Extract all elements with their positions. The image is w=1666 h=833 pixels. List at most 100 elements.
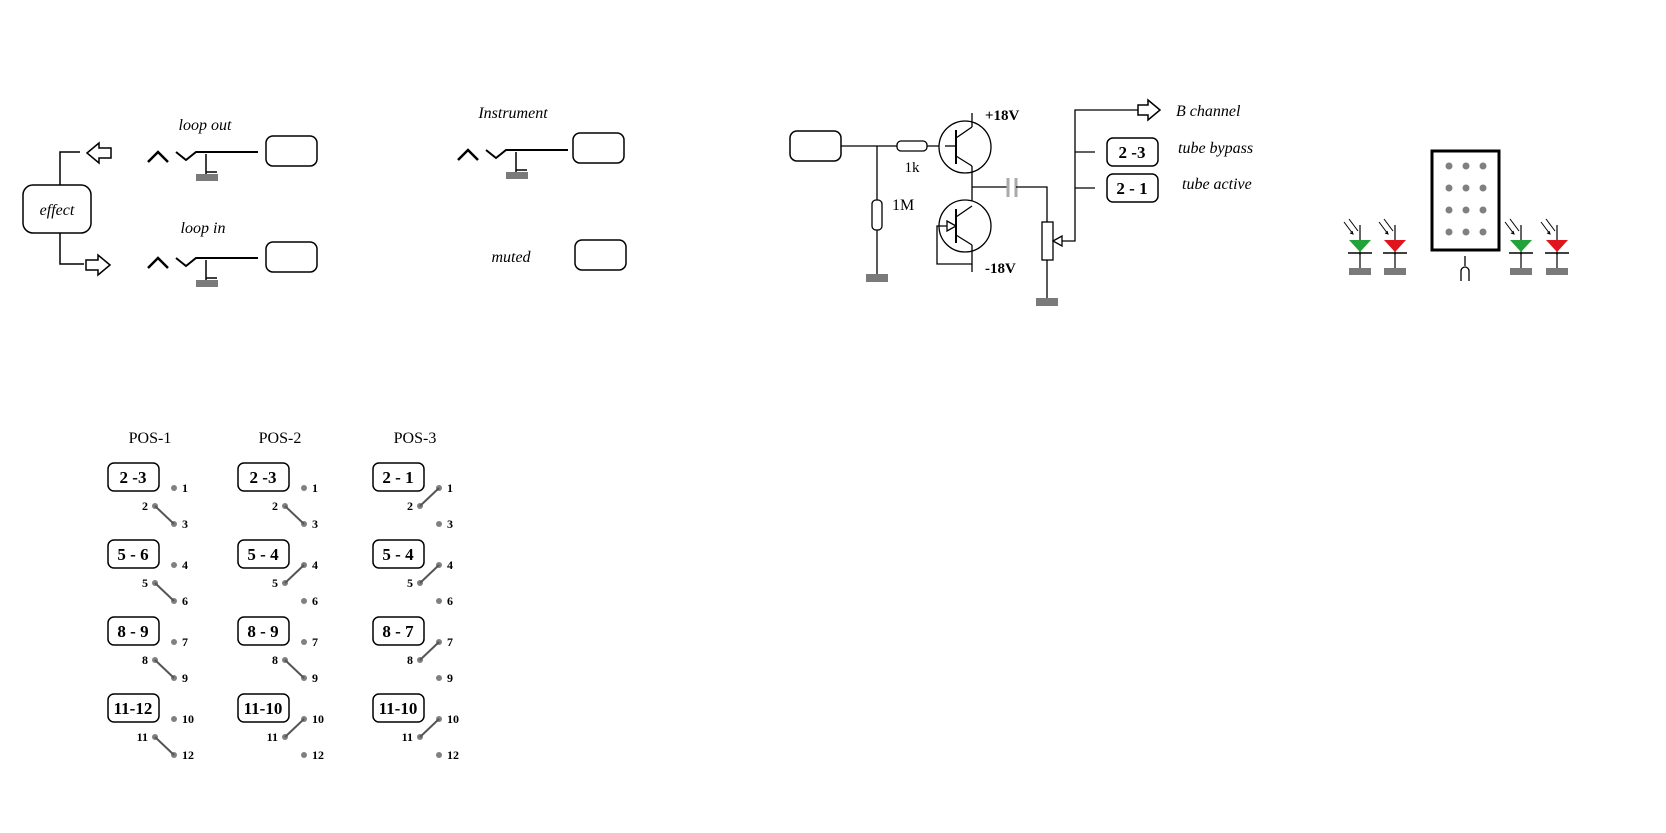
contact-box (237, 693, 290, 723)
switch-contact (419, 718, 440, 738)
send-arrow-icon (85, 141, 112, 165)
pin-label: 8 (407, 653, 413, 667)
pin-label: 6 (182, 594, 188, 608)
potentiometer (1041, 221, 1054, 261)
return-arrow-icon (85, 253, 112, 277)
instrument-section: Instrument muted (456, 105, 627, 271)
pin-label: 11 (137, 730, 148, 744)
pin-label: 4 (182, 558, 188, 572)
contact-box-label: 11-10 (244, 699, 283, 718)
pin-label: 12 (182, 748, 194, 762)
b-channel-arrow-icon (1137, 98, 1162, 122)
contact-box (107, 462, 160, 492)
ground-input-icon (866, 274, 888, 282)
resistor-1k (896, 140, 928, 152)
pin-label: 10 (312, 712, 324, 726)
position-title: POS-2 (259, 430, 302, 447)
contact-box (237, 616, 290, 646)
pin-label: 5 (272, 576, 278, 590)
pin-label: 5 (407, 576, 413, 590)
contact-group: 5 - 4 4 5 6 (372, 539, 453, 608)
contact-box-label: 11-12 (114, 699, 153, 718)
loop-out-label: loop out (179, 117, 232, 134)
active-box-label: 2 - 1 (1116, 179, 1147, 198)
contact-box (237, 462, 290, 492)
pin-label: 6 (447, 594, 453, 608)
pin-label: 7 (447, 635, 453, 649)
pin-label: 6 (312, 594, 318, 608)
pin-label: 11 (267, 730, 278, 744)
buffer-circuit (789, 98, 1162, 298)
contact-group: 5 - 4 4 5 6 (237, 539, 318, 608)
contact-group: 5 - 6 4 5 6 (107, 539, 188, 608)
contact-group: 11-12 10 11 12 (107, 693, 194, 762)
jfet-top-icon (938, 120, 992, 174)
loop-in-jack-icon (146, 256, 260, 289)
contact-group: 11-10 10 11 12 (237, 693, 324, 762)
switch-contact (154, 736, 175, 756)
pin-label: 3 (182, 517, 188, 531)
pin-label: 3 (312, 517, 318, 531)
contact-box-label: 5 - 4 (247, 545, 279, 564)
contact-box-label: 5 - 6 (117, 545, 148, 564)
supply-pos-label: +18V (985, 108, 1020, 124)
pin-label: 4 (312, 558, 318, 572)
pin-label: 2 (407, 499, 413, 513)
led-switch-panel (1430, 149, 1501, 281)
position-title: POS-1 (129, 430, 172, 447)
resistor-1m (871, 199, 883, 231)
loop-out-jack-icon (146, 150, 260, 183)
switch-contact (419, 564, 440, 584)
led-red-right-icon (1540, 218, 1569, 275)
pin-label: 12 (312, 748, 324, 762)
instrument-jack-icon (456, 148, 570, 181)
active-box (1106, 173, 1159, 203)
pin-label: 2 (142, 499, 148, 513)
pin-label: 1 (182, 481, 188, 495)
resistor-1m-label: 1M (892, 197, 914, 214)
pin-label: 5 (142, 576, 148, 590)
led-green-right-icon (1504, 218, 1533, 275)
switch-contact (284, 564, 305, 584)
contact-box-label: 8 - 9 (247, 622, 278, 641)
contact-group: 8 - 7 7 8 9 (372, 616, 453, 685)
pin-label: 9 (312, 671, 318, 685)
pin-label: 4 (447, 558, 453, 572)
contact-box (237, 539, 290, 569)
loop-in-label: loop in (181, 220, 226, 237)
instrument-connector (572, 132, 625, 164)
bypass-box-label: 2 -3 (1119, 143, 1146, 162)
contact-box (372, 462, 425, 492)
led-green-left-icon (1343, 218, 1372, 275)
tube-bypass-label: tube bypass (1178, 140, 1253, 157)
pin-label: 3 (447, 517, 453, 531)
contact-box-label: 8 - 9 (117, 622, 148, 641)
contact-box-label: 2 -3 (120, 468, 147, 487)
pin-label: 9 (447, 671, 453, 685)
switch-contact (284, 659, 305, 679)
contact-box (107, 616, 160, 646)
pin-label: 7 (182, 635, 188, 649)
pin-label: 7 (312, 635, 318, 649)
contact-box-label: 5 - 4 (382, 545, 414, 564)
tube-active-label: tube active (1182, 176, 1252, 193)
pin-label: 11 (402, 730, 413, 744)
switch-contact (284, 718, 305, 738)
bypass-box (1106, 137, 1159, 167)
pin-label: 10 (182, 712, 194, 726)
led-group (1343, 218, 1569, 275)
loop-out-connector (265, 135, 318, 167)
contact-box-label: 8 - 7 (382, 622, 414, 641)
effect-loop-section: effect loop out loop in (22, 117, 318, 289)
pin-label: 8 (142, 653, 148, 667)
contact-box (107, 693, 160, 723)
